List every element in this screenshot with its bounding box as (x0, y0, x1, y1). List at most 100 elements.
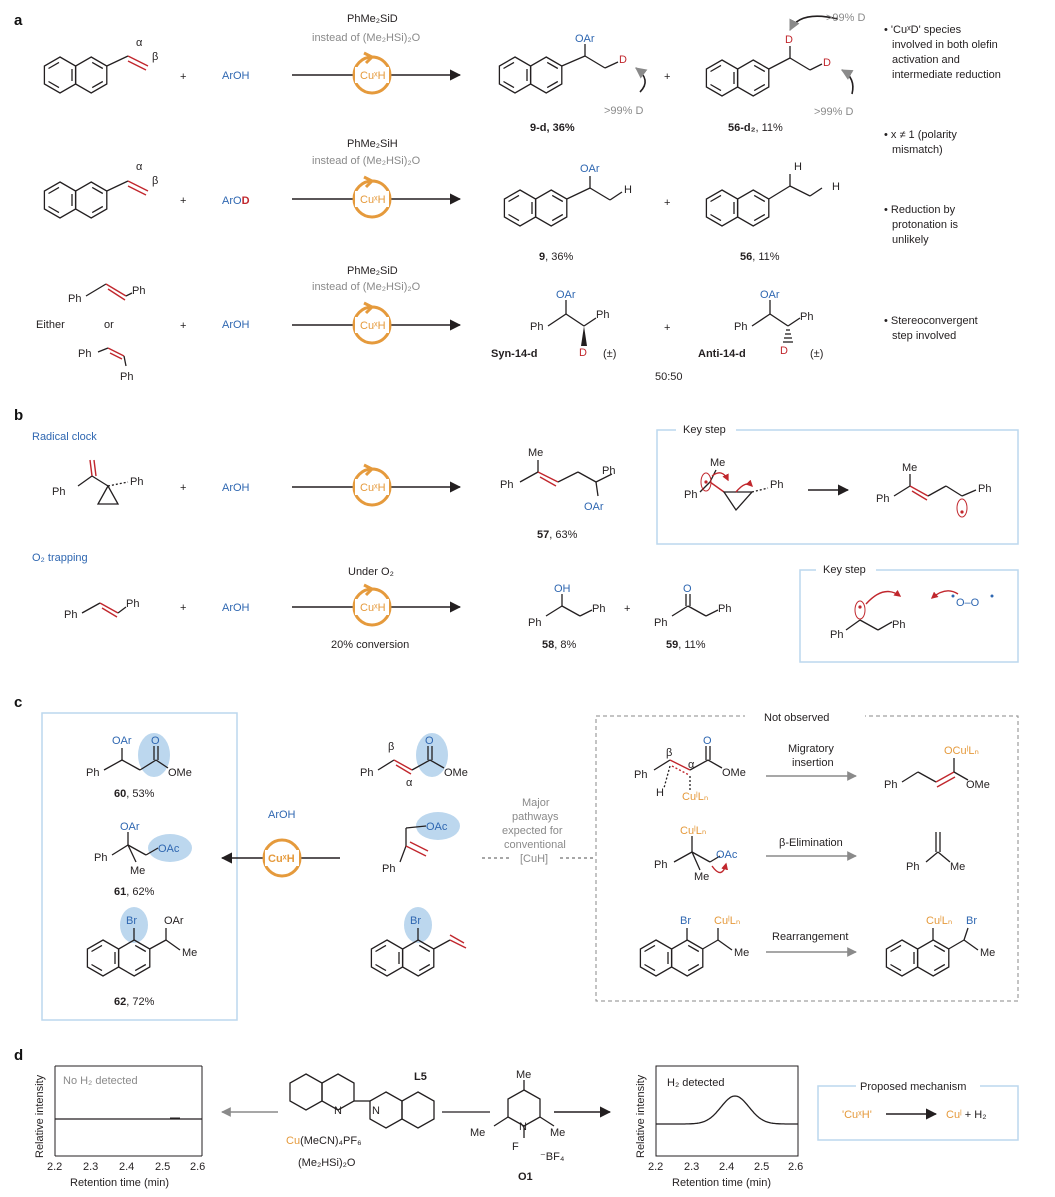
product-9 (503, 176, 623, 227)
key-step-2: Key step (823, 564, 866, 576)
label-9: 9, 36% (539, 251, 573, 263)
oac-be: OAc (716, 849, 738, 861)
product-60 (103, 746, 169, 771)
oac-sub: OAc (426, 821, 448, 833)
panel-a-label: a (14, 12, 23, 29)
ph: Ph (120, 371, 133, 383)
ph: Ph (500, 479, 513, 491)
me-key1b: Me (902, 462, 917, 474)
ph: Ph (718, 603, 731, 615)
catalyst-b1: CuˣH (360, 482, 386, 494)
label-56: 56, 11% (740, 251, 780, 263)
beta-label: β (152, 51, 158, 63)
svg-text:2.6: 2.6 (190, 1161, 205, 1173)
radical-clock-label: Radical clock (32, 431, 97, 443)
product-57 (519, 460, 613, 497)
oar-anti: OAr (760, 289, 780, 301)
migratory-label: Migratory insertion (788, 743, 837, 769)
syn-14-d (547, 300, 597, 346)
plus-sign: + (180, 602, 186, 614)
product-62 (86, 928, 181, 977)
alpha-label: α (136, 161, 143, 173)
ph: Ph (528, 617, 541, 629)
f-o1: F (512, 1141, 519, 1153)
oar-57: OAr (584, 501, 604, 513)
n-l5a: N (334, 1105, 342, 1117)
plus-sign: + (180, 482, 186, 494)
plus-sign: + (180, 320, 186, 332)
oar-62: OAr (164, 915, 184, 927)
cis-stilbene (97, 347, 127, 367)
aroh-1: ArOH (222, 70, 250, 82)
ph: Ph (884, 779, 897, 791)
l5-label: L5 (414, 1071, 427, 1083)
xlabel-1: Retention time (min) (70, 1177, 169, 1189)
label-57: 57, 63% (537, 529, 578, 541)
plus-sign: + (180, 71, 186, 83)
ph: Ph (68, 293, 81, 305)
ph: Ph (596, 309, 609, 321)
key-step-1-intermediate (699, 469, 769, 512)
oar-61: OAr (120, 821, 140, 833)
label-62: 62, 72% (114, 996, 155, 1008)
xlabel-2: Retention time (min) (672, 1177, 771, 1189)
svg-text:2.4: 2.4 (119, 1161, 134, 1173)
trans-stilbene (85, 283, 133, 301)
n-l5b: N (372, 1105, 380, 1117)
ph: Ph (892, 619, 905, 631)
ph: Ph (684, 489, 697, 501)
ylabel-2: Relative intensity (635, 1074, 647, 1158)
bf4: ⁻BF₄ (540, 1151, 565, 1163)
oh-58: OH (554, 583, 571, 595)
ph: Ph (130, 476, 143, 488)
label-9d: 9-d, 36% (530, 122, 575, 134)
o-mi: O (703, 735, 712, 747)
svg-text:2.3: 2.3 (684, 1161, 699, 1173)
plus-sign: + (664, 71, 670, 83)
o-60: O (151, 735, 160, 747)
ph: Ph (592, 603, 605, 615)
cu-salt: Cu(MeCN)₄PF₆ (286, 1135, 362, 1147)
ph: Ph (64, 609, 77, 621)
silane: (Me₂HSi)₂O (298, 1157, 356, 1169)
beta-mi: β (666, 747, 672, 759)
me-57: Me (528, 447, 543, 459)
label-56d2: 56-d₂, 11% (728, 122, 783, 134)
beta-elim-intermediate (673, 836, 729, 874)
xticks-1: 2.2 2.3 2.4 2.5 2.6 (47, 1161, 205, 1173)
conversion: 20% conversion (331, 639, 409, 651)
me-key1: Me (710, 457, 725, 469)
key-step-1: Key step (683, 424, 726, 436)
ph: Ph (770, 479, 783, 491)
catalyst-2: CuˣH (360, 194, 386, 206)
me-62: Me (182, 947, 197, 959)
ome-mi: OMe (722, 767, 746, 779)
me-o1c: Me (550, 1127, 565, 1139)
anti-14-d (751, 300, 801, 343)
d-56a: D (785, 34, 793, 46)
alpha-label: α (136, 37, 143, 49)
methyl-cinnamate (377, 746, 445, 775)
oar-syn: OAr (556, 289, 576, 301)
alpha-mi: α (688, 759, 695, 771)
migratory-insertion-ts (653, 746, 723, 790)
o-cinn: O (425, 735, 434, 747)
catalyst-3: CuˣH (360, 320, 386, 332)
beta-label: β (152, 175, 158, 187)
aroh-b1: ArOH (222, 482, 250, 494)
no-h2: No H₂ detected (63, 1075, 138, 1087)
arod: ArOD (222, 195, 250, 207)
rearr-end (885, 927, 979, 977)
not-observed: Not observed (764, 712, 829, 724)
pm-syn: (±) (603, 348, 616, 360)
o1-label: O1 (518, 1171, 533, 1183)
styrene (81, 602, 127, 618)
alpha-c: α (406, 777, 413, 789)
svg-text:2.5: 2.5 (155, 1161, 170, 1173)
me-61: Me (130, 865, 145, 877)
label-58: 58, 8% (542, 639, 576, 651)
